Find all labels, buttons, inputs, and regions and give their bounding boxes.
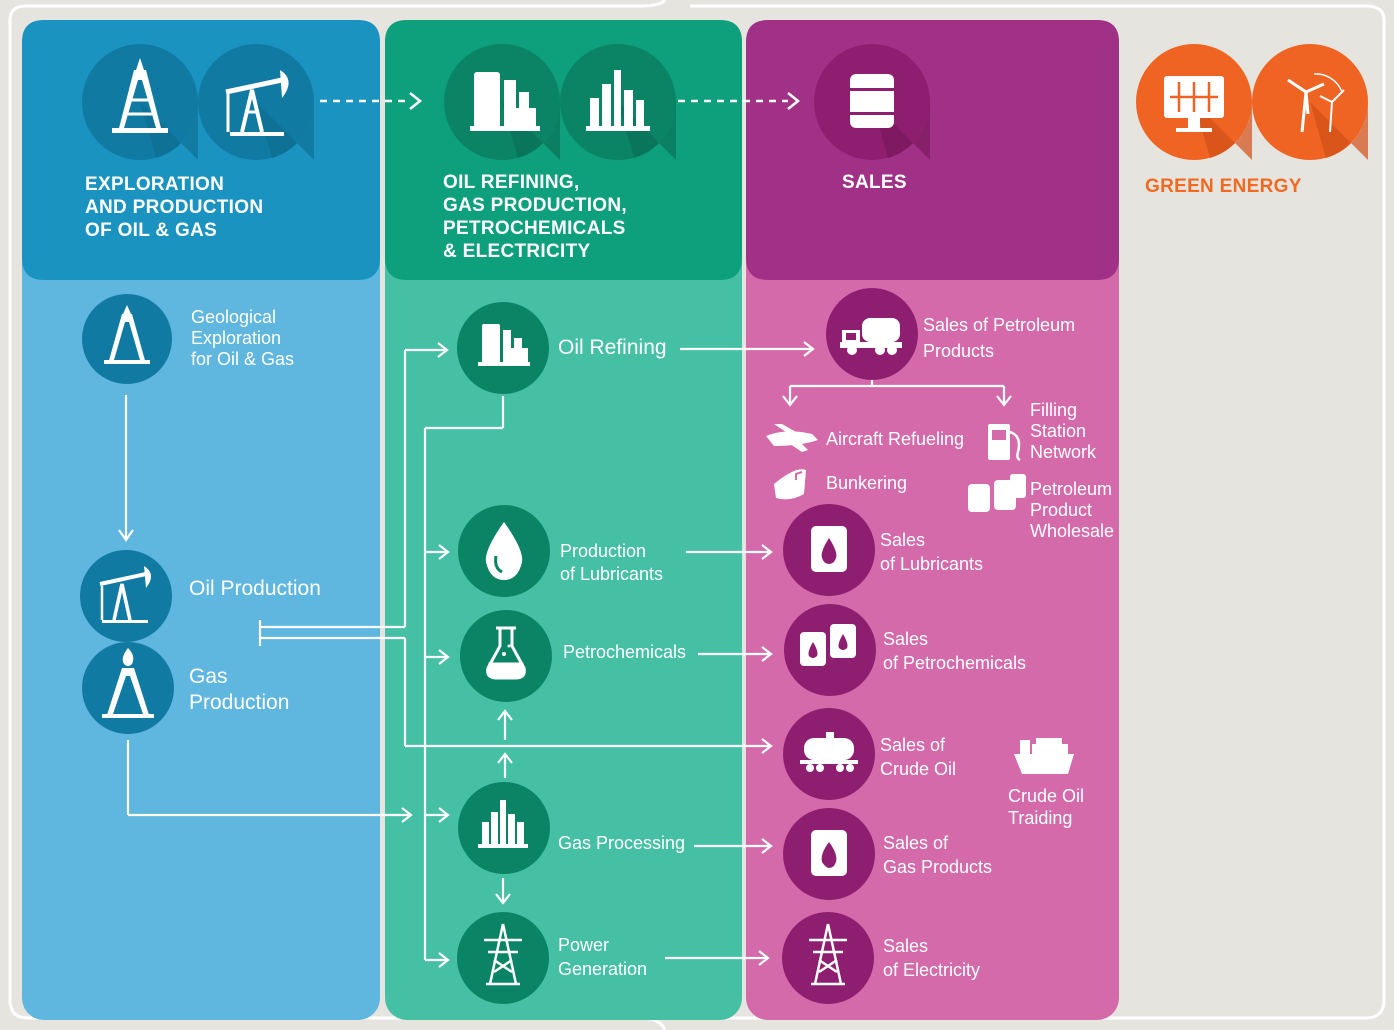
- oil-refining-label: Oil Refining: [558, 336, 667, 359]
- sales-petroleum-label: Sales of Petroleum Products: [923, 315, 1076, 361]
- sales-petrochemicals-node: [784, 604, 876, 696]
- sales-crude-node: [783, 708, 875, 800]
- crude-trading-label: Crude Oil Traiding: [1008, 786, 1085, 828]
- rail-tank-car-icon: [800, 732, 858, 772]
- geological-label: Geological Exploration for Oil & Gas: [191, 307, 295, 369]
- gas-production-label: Gas Production: [189, 665, 290, 714]
- gas-production-node: [82, 642, 174, 734]
- gas-plant-icon: [586, 70, 650, 131]
- sales-gas-node: [783, 808, 875, 900]
- midstream-title: OIL REFINING, GAS PRODUCTION, PETROCHEMI…: [443, 172, 627, 262]
- upstream-header-icons: [82, 44, 315, 160]
- sales-electricity-node: [782, 912, 874, 1004]
- tanker-truck-icon: [840, 318, 902, 355]
- solar-panel-icon: [1164, 76, 1224, 132]
- gas-processing-node: [458, 782, 550, 874]
- sales-header-icons: [814, 44, 931, 160]
- refinery-icon: [470, 72, 540, 131]
- green-energy-icons: [1136, 44, 1369, 160]
- geological-node: [82, 294, 172, 384]
- barrels-icon: [968, 474, 1026, 512]
- oil-rig-icon: [112, 58, 168, 133]
- oil-production-label: Oil Production: [189, 577, 321, 600]
- aircraft-label: Aircraft Refueling: [826, 429, 965, 449]
- gas-barrel-icon: [811, 830, 847, 876]
- sales-crude-label: Sales of Crude Oil: [880, 735, 957, 779]
- gas-plant-icon: [478, 800, 528, 848]
- pylon-icon: [484, 923, 522, 986]
- sales-lubricants-label: Sales of Lubricants: [880, 530, 984, 574]
- oil-production-node: [80, 550, 172, 642]
- airplane-icon: [766, 424, 818, 452]
- flask-icon: [486, 626, 526, 680]
- sales-petrochemicals-label: Sales of Petrochemicals: [883, 629, 1027, 673]
- petrochem-barrels-icon: [800, 624, 856, 666]
- sales-lubricants-node: [783, 504, 875, 596]
- sales-petroleum-node: [826, 288, 918, 380]
- petrochemicals-node: [460, 610, 552, 702]
- cargo-ship-icon: [1014, 738, 1074, 774]
- green-energy-title: GREEN ENERGY: [1145, 176, 1302, 197]
- fuel-pump-icon: [988, 424, 1021, 462]
- lubricants-node: [458, 505, 550, 597]
- filling-station-label: Filling Station Network: [1030, 400, 1097, 462]
- wholesale-label: Petroleum Product Wholesale: [1030, 479, 1115, 541]
- power-generation-label: Power Generation: [558, 935, 648, 979]
- pumpjack-icon: [99, 566, 152, 623]
- upstream-title: EXPLORATION AND PRODUCTION OF OIL & GAS: [85, 174, 264, 241]
- refinery-icon: [478, 324, 530, 366]
- sales-gas-label: Sales of Gas Products: [883, 833, 993, 877]
- barrel-icon: [850, 74, 894, 128]
- petrochemicals-label: Petrochemicals: [563, 642, 687, 662]
- gas-processing-label: Gas Processing: [558, 833, 686, 853]
- sales-electricity-label: Sales of Electricity: [883, 936, 981, 980]
- bunkering-label: Bunkering: [826, 473, 908, 493]
- oil-refining-node: [457, 302, 549, 394]
- oil-rig-icon: [104, 305, 150, 364]
- pumpjack-icon: [225, 70, 289, 136]
- lubricant-barrel-icon: [811, 526, 847, 572]
- ship-bow-icon: [774, 469, 806, 500]
- sales-title: SALES: [842, 172, 907, 193]
- power-generation-node: [457, 912, 549, 1004]
- gas-rig-icon: [102, 648, 154, 718]
- pylon-icon: [809, 923, 847, 986]
- wind-turbine-icon: [1287, 73, 1345, 133]
- lubricants-label: Production of Lubricants: [560, 541, 664, 584]
- midstream-header-icons: [444, 44, 677, 160]
